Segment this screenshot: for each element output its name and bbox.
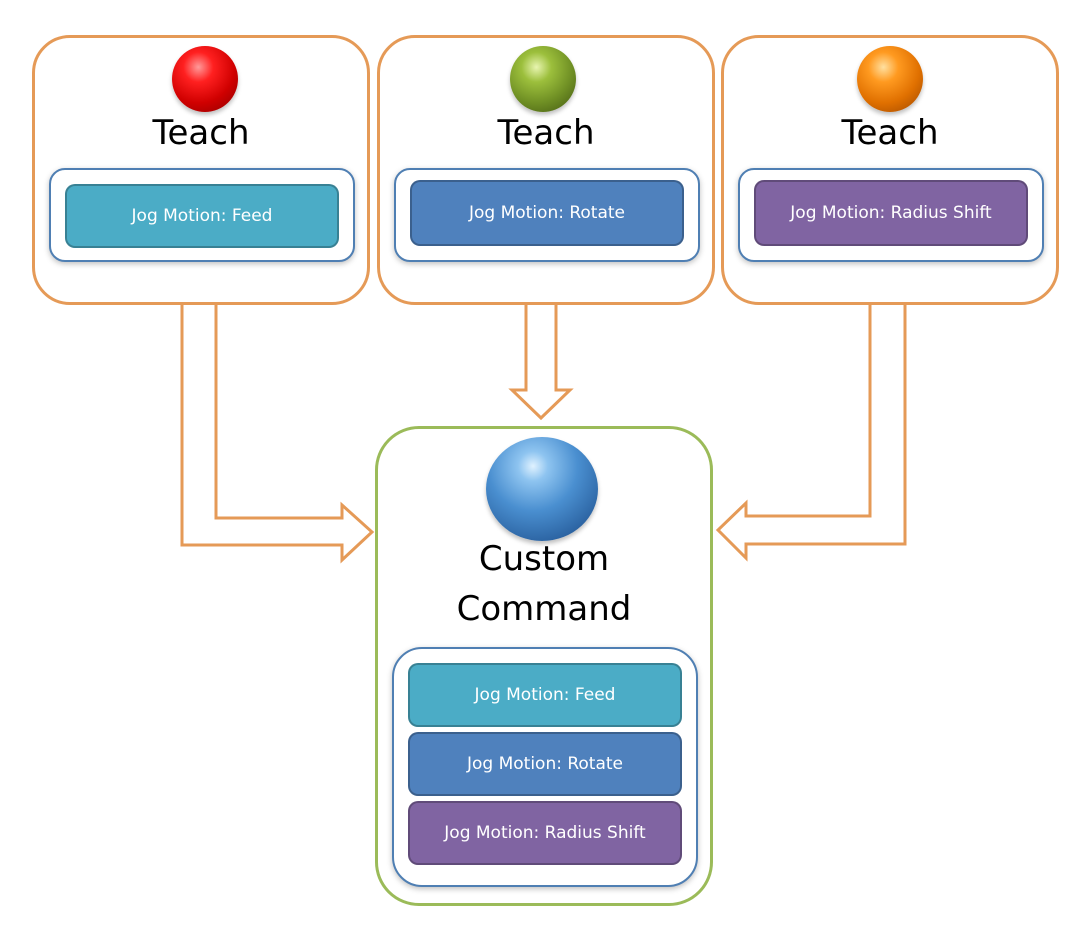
red-sphere-icon (172, 46, 238, 112)
custom-command-box: Custom Command Jog Motion: Feed Jog Moti… (375, 426, 713, 906)
blue-sphere-icon (486, 437, 598, 541)
custom-command-step-container: Jog Motion: Feed Jog Motion: Rotate Jog … (392, 647, 698, 887)
arrow-radius-shift-to-custom (715, 302, 907, 562)
custom-command-title-line1: Custom (478, 539, 610, 579)
teach-title: Teach (152, 113, 250, 153)
step-jog-feed[interactable]: Jog Motion: Feed (65, 184, 339, 248)
step-jog-feed[interactable]: Jog Motion: Feed (408, 663, 682, 727)
step-jog-rotate[interactable]: Jog Motion: Rotate (408, 732, 682, 796)
step-jog-radius-shift[interactable]: Jog Motion: Radius Shift (408, 801, 682, 865)
step-jog-rotate[interactable]: Jog Motion: Rotate (410, 180, 684, 246)
arrow-rotate-to-custom (508, 302, 574, 421)
arrow-feed-to-custom (180, 302, 375, 564)
teach-title: Teach (841, 113, 939, 153)
orange-sphere-icon (857, 46, 923, 112)
green-sphere-icon (510, 46, 576, 112)
step-jog-radius-shift[interactable]: Jog Motion: Radius Shift (754, 180, 1028, 246)
teach-step-container: Jog Motion: Feed (49, 168, 355, 262)
teach-title: Teach (497, 113, 595, 153)
custom-command-title-line2: Command (456, 589, 632, 629)
teach-box-rotate: Teach Jog Motion: Rotate (377, 35, 715, 305)
teach-box-feed: Teach Jog Motion: Feed (32, 35, 370, 305)
teach-step-container: Jog Motion: Radius Shift (738, 168, 1044, 262)
teach-box-radius-shift: Teach Jog Motion: Radius Shift (721, 35, 1059, 305)
teach-step-container: Jog Motion: Rotate (394, 168, 700, 262)
